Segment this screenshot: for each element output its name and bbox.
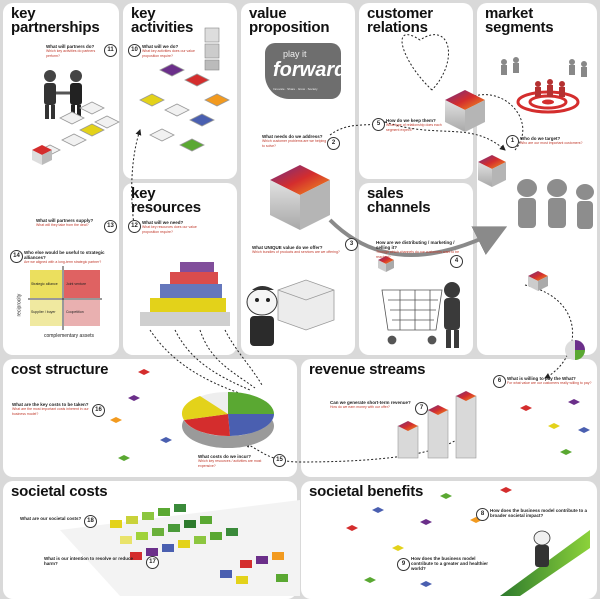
question-number-badge: 11 (104, 44, 117, 57)
figure-with-cube-icon (517, 179, 594, 229)
question-number-badge: 6 (493, 375, 506, 388)
societal-cost-field (60, 500, 300, 596)
question-number-badge: 16 (92, 404, 105, 417)
stacked-cubes-icon (204, 27, 220, 71)
question-number-badge: 4 (450, 255, 463, 268)
panel-title: societal benefits (309, 483, 424, 500)
panel-title: key activities (131, 5, 194, 36)
panel-title: key resources (131, 185, 201, 216)
shopper-figure-icon (444, 282, 460, 348)
climbing-figure-icon (500, 530, 590, 596)
question-label: How does the business model contribute t… (490, 508, 588, 518)
question-number-badge: 10 (128, 44, 141, 57)
question-number-badge: 12 (128, 220, 141, 233)
panel-title: sales channels (367, 185, 431, 216)
question-number-badge: 18 (84, 515, 97, 528)
question-number-badge: 14 (10, 250, 23, 263)
question-label: Who do we target?Who are our most import… (520, 136, 583, 145)
play-it-forward-logo: play it forward Innovate · Share · Grow … (265, 43, 346, 99)
question-label: What will partners supply?What will they… (36, 218, 94, 227)
question-number-badge: 2 (327, 137, 340, 150)
resource-cube-pyramid (140, 262, 230, 326)
question-label: What will partners do?Which key activiti… (46, 44, 96, 58)
matrix-cell-label: Coopetition (66, 310, 84, 314)
question-label: What are the key costs to be taken?What … (12, 402, 89, 416)
bar-columns-icon (397, 391, 477, 459)
value-cube-icon (270, 165, 330, 230)
partner-cube-icon (32, 145, 52, 165)
segment-cube-icon (478, 155, 506, 187)
thinking-figure-icon (246, 286, 278, 346)
question-number-badge: 13 (104, 220, 117, 233)
question-label: What is our intention to resolve or redu… (44, 556, 134, 566)
question-label: What are our societal costs? (20, 516, 82, 521)
panel-title: cost structure (11, 361, 109, 378)
question-label: What will we need?What key resources doe… (142, 220, 197, 234)
question-label: What is willing to pay the What?For what… (507, 376, 592, 385)
shopping-cart-icon (381, 289, 443, 345)
matrix-cell-label: Supplier / buyer (31, 310, 56, 314)
matrix-cell-label: Strategic alliance (31, 282, 58, 286)
question-label: How do we keep them?What type of relatio… (386, 118, 442, 132)
partner-matrix (28, 266, 102, 330)
matrix-y-label: reciprocity (16, 293, 23, 317)
question-label: What will we do?What key activities does… (142, 44, 195, 58)
panel-title: key partnerships (11, 5, 100, 36)
box-icon (277, 279, 335, 331)
question-number-badge: 8 (476, 508, 489, 521)
question-label: What needs do we address?Which customer … (262, 134, 327, 148)
handshake-figures-icon (44, 70, 82, 119)
target-crowd-icon (501, 57, 587, 114)
big-flow-arrow (328, 218, 508, 257)
panel-revenue-streams: revenue streams (301, 359, 597, 477)
question-label: What costs do we incur?Which key resourc… (198, 454, 262, 468)
panel-title: customer relations (367, 5, 433, 36)
question-label: Can we generate short-term revenue?How d… (330, 400, 411, 409)
activity-cube-network (139, 63, 230, 152)
panel-title: revenue streams (309, 361, 426, 378)
matrix-cell-label: Joint venture (66, 282, 87, 286)
question-label: Who else would be useful to strategic al… (24, 250, 105, 264)
panel-title: value proposition (249, 5, 330, 36)
floating-cubes (110, 369, 590, 461)
relation-cube-icon (445, 90, 485, 132)
panel-title: societal costs (11, 483, 108, 500)
matrix-x-label: complementary assets (43, 333, 95, 339)
panel-key-resources: key resources (123, 183, 237, 355)
question-label: How does the business model contribute t… (411, 556, 489, 571)
question-label: How are we distributing / marketing / se… (376, 240, 460, 259)
panel-customer-relations: customer relations (359, 3, 473, 179)
question-number-badge: 9 (397, 558, 410, 571)
channel-cube-icon (378, 256, 548, 291)
panel-title: market segments (485, 5, 554, 36)
question-number-badge: 17 (146, 556, 159, 569)
question-number-badge: 15 (273, 454, 286, 467)
benefit-cubes (346, 487, 512, 587)
question-number-badge: 1 (506, 135, 519, 148)
question-label: What UNIQUE value do we offer?Which bund… (252, 245, 340, 254)
pie-chart-icon (181, 392, 275, 448)
question-number-badge: 3 (345, 238, 358, 251)
small-pie-icon (565, 340, 585, 360)
question-number-badge: 5 (372, 118, 385, 131)
question-number-badge: 7 (415, 402, 428, 415)
